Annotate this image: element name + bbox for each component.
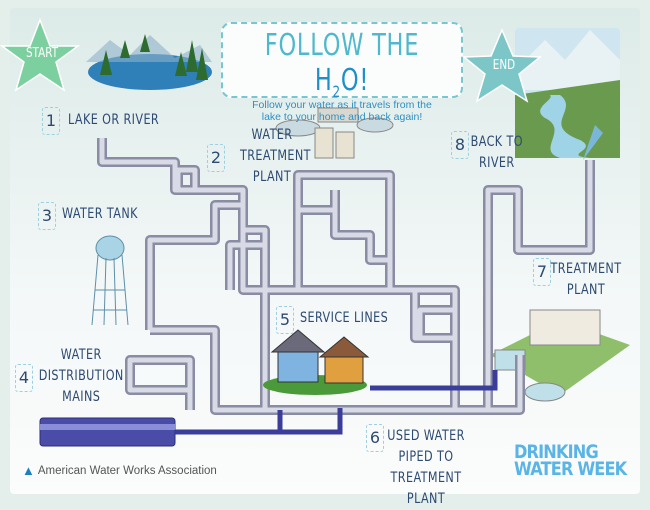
logo-line: WATER WEEK (514, 458, 627, 480)
step-4-line: Water (60, 347, 102, 363)
step-6-line: Treatment Plant (390, 470, 462, 507)
water-treatment-plant-illustration (275, 107, 394, 159)
step-6-line: Used Water (387, 428, 465, 444)
step-8-line: Back to (470, 134, 523, 150)
step-4-line: Distribution (38, 368, 124, 384)
step-2-line: Plant (252, 169, 292, 185)
step-8-number: 8 (451, 131, 469, 159)
end-label: End (492, 58, 516, 73)
end-star-icon (461, 28, 543, 103)
water-pipes (97, 138, 595, 415)
wastewater-treatment-plant-illustration (490, 309, 630, 402)
step-5-label: Service Lines (300, 310, 389, 326)
step-3-number: 3 (38, 202, 56, 230)
step-8-label: Back to River (468, 132, 526, 174)
logo-line: DRINKING (514, 441, 599, 463)
step-4-number: 4 (15, 364, 33, 392)
page-title: Follow the H2O! (264, 28, 420, 101)
start-star-icon (0, 17, 81, 92)
step-6-number: 6 (366, 424, 384, 452)
step-2-number: 2 (207, 144, 225, 172)
step-6-label: Used WaterPiped to Treatment Plant (374, 426, 478, 510)
step-2-line: Treatment (240, 148, 311, 164)
used-water-pipes (39, 370, 498, 447)
start-label: Start (26, 46, 59, 61)
step-4-line: Mains (62, 389, 101, 405)
subtitle: Follow your water as it travels from the… (252, 99, 432, 123)
step-7-line: Plant (566, 282, 606, 298)
step-2-label: WaterTreatmentPlant (240, 125, 311, 188)
river-illustration (515, 28, 620, 160)
step-3-label: Water Tank (62, 206, 138, 222)
organization-name: American Water Works Association (37, 464, 217, 477)
step-5-number: 5 (276, 306, 294, 334)
step-7-line: Treatment (550, 261, 622, 277)
step-1-label: Lake or River (68, 112, 160, 128)
step-7-number: 7 (533, 258, 551, 286)
water-drop-icon: ▲ (22, 463, 35, 478)
water-tank-illustration (91, 235, 129, 326)
step-8-line: River (478, 155, 515, 171)
step-2-line: Water (251, 127, 293, 143)
houses-illustration (263, 329, 370, 395)
awwa-logo: ▲ American Water Works Association (22, 463, 217, 478)
title-box: Follow the H2O! Follow your water as it … (221, 22, 463, 123)
lake-illustration (86, 34, 212, 90)
step-4-label: WaterDistributionMains (38, 345, 124, 408)
step-7-label: TreatmentPlant (550, 259, 622, 301)
step-6-line: Piped to (398, 449, 454, 465)
step-1-number: 1 (42, 107, 60, 135)
